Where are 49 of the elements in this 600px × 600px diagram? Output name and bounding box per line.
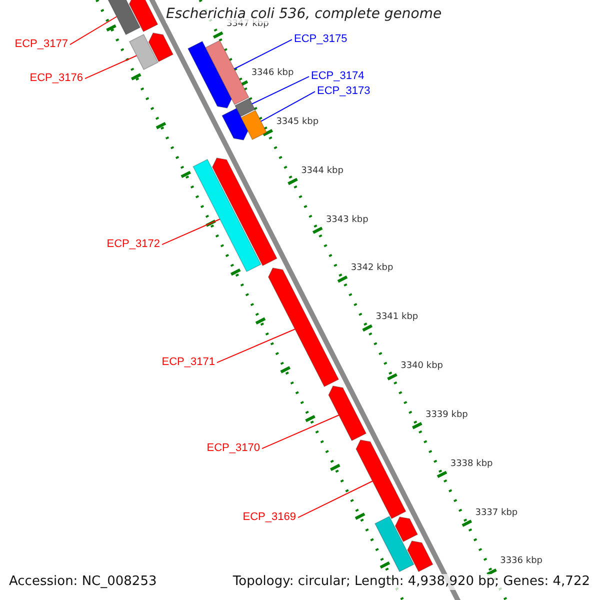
gene-feature xyxy=(374,516,414,572)
scale-label: 3344 kbp xyxy=(301,166,344,177)
scale-label: 3338 kbp xyxy=(450,458,493,470)
gene-feature xyxy=(128,34,159,70)
scale-label: 3339 kbp xyxy=(425,410,468,421)
genome-info-text: Topology: circular; Length: 4,938,920 bp; Genes: 4,722 xyxy=(232,574,590,590)
leader-line xyxy=(84,55,138,80)
leader-line xyxy=(252,76,310,104)
scale-label: 3342 kbp xyxy=(350,263,394,274)
scale-label: 3340 kbp xyxy=(400,361,443,372)
accession-text: Accession: NC_008253 xyxy=(9,574,157,590)
scale-label: 3337 kbp xyxy=(475,508,518,518)
gene-label: ECP_3171 xyxy=(162,356,215,370)
scale-label: 3343 kbp xyxy=(326,214,368,226)
leader-line xyxy=(234,39,292,70)
gene-label: ECP_3177 xyxy=(14,38,68,52)
gene-label: ECP_3172 xyxy=(106,238,160,252)
leader-line xyxy=(298,480,373,518)
leader-line xyxy=(162,218,220,246)
gene-label: ECP_3175 xyxy=(294,33,348,46)
gene-feature xyxy=(356,440,406,520)
leader-line xyxy=(260,91,316,122)
gene-feature xyxy=(106,0,141,36)
scale-label: 3346 kbp xyxy=(251,68,294,79)
gene-feature xyxy=(212,158,278,266)
gene-feature xyxy=(394,516,418,542)
gene-label: ECP_3176 xyxy=(30,72,83,86)
leader-line xyxy=(70,16,118,46)
scale-label: 3336 kbp xyxy=(500,556,543,568)
gene-feature xyxy=(148,32,174,62)
gene-feature xyxy=(128,0,158,32)
gene-feature xyxy=(268,268,340,388)
scale-label: 3347 kbp xyxy=(226,19,269,30)
leader-line xyxy=(262,414,340,450)
scale-label: 3341 kbp xyxy=(376,312,418,324)
scale-label: 3345 kbp xyxy=(276,116,319,128)
gene-label: ECP_3174 xyxy=(311,70,364,84)
gene-feature xyxy=(222,108,248,140)
gene-feature xyxy=(234,98,256,118)
gene-label: ECP_3169 xyxy=(242,511,296,524)
gene-feature xyxy=(407,540,434,572)
gene-label: ECP_3173 xyxy=(317,85,370,98)
gene-feature xyxy=(328,386,367,442)
leader-line xyxy=(216,328,296,364)
gene-feature xyxy=(192,158,262,272)
gene-feature xyxy=(204,40,250,106)
gene-label: ECP_3170 xyxy=(206,442,260,456)
gene-feature xyxy=(240,110,268,140)
gene-feature xyxy=(187,40,232,108)
